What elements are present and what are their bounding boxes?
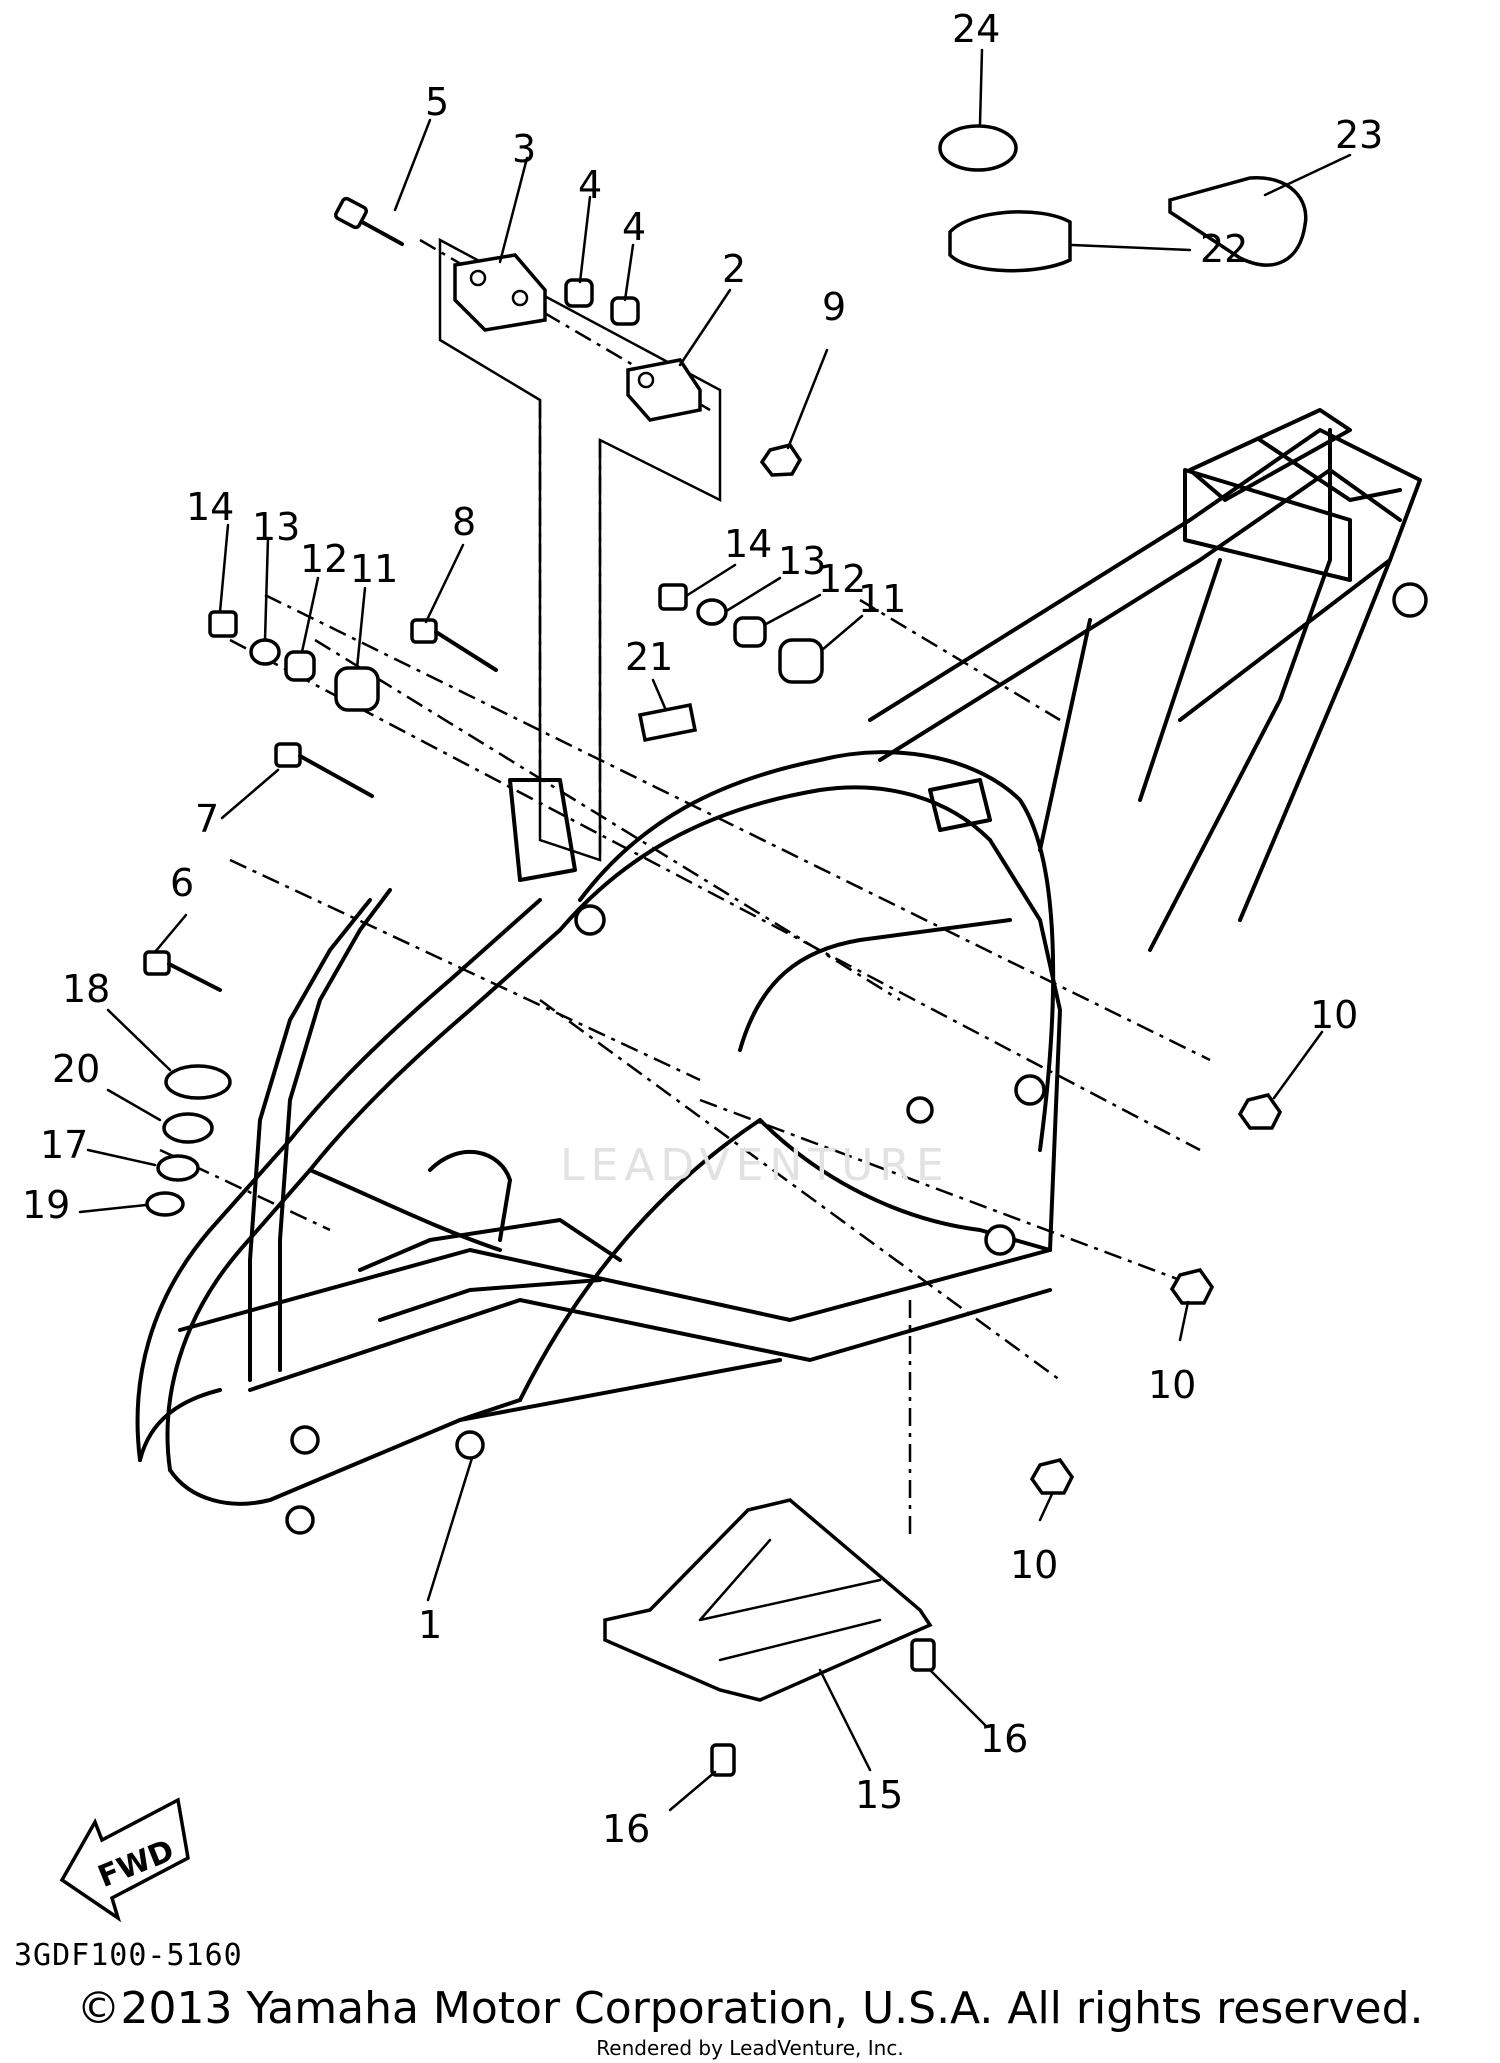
callout-10c: 10	[1010, 1543, 1058, 1587]
callout-11a: 11	[350, 547, 398, 591]
collar-12-left	[284, 650, 316, 682]
callout-18: 18	[62, 967, 110, 1011]
bolt-8	[410, 618, 498, 672]
leader-lines	[78, 48, 1352, 1812]
callout-22: 22	[1200, 227, 1248, 271]
spacer-19	[145, 1191, 185, 1217]
spacer-20	[162, 1112, 214, 1144]
callout-24: 24	[952, 7, 1000, 51]
watermark: LEADVENTURE	[560, 1140, 950, 1191]
bracket-3	[453, 253, 547, 332]
callout-10b: 10	[1148, 1363, 1196, 1407]
callout-10a: 10	[1310, 993, 1358, 1037]
copyright-notice: ©2013 Yamaha Motor Corporation, U.S.A. A…	[76, 1983, 1424, 2034]
assembly-lines	[159, 238, 1211, 1540]
bolt-16a	[910, 1638, 936, 1672]
washer-13-right	[696, 598, 728, 626]
washer-13-left	[249, 638, 281, 666]
nut-10c	[1029, 1458, 1075, 1495]
bracket-2	[626, 358, 702, 422]
bolt-7	[274, 742, 374, 798]
callout-14b: 14	[724, 522, 772, 566]
callout-20: 20	[52, 1047, 100, 1091]
callout-14a: 14	[186, 485, 234, 529]
bolt-14-left	[208, 610, 238, 638]
callout-21: 21	[625, 635, 673, 679]
callout-9: 9	[822, 285, 846, 329]
bracket-assembly-outline	[438, 237, 722, 862]
bolt-14-right	[658, 583, 688, 611]
parts: FWD	[59, 124, 1308, 1923]
spacer-18	[164, 1064, 232, 1100]
callout-6: 6	[170, 861, 194, 905]
bushing-11-left	[334, 666, 380, 712]
callout-8: 8	[452, 500, 476, 544]
callout-12a: 12	[300, 537, 348, 581]
bolt-6	[143, 950, 222, 992]
callout-13b: 13	[778, 539, 826, 583]
bolt-16b	[710, 1743, 736, 1777]
collar-12-right	[733, 616, 767, 648]
callout-15: 15	[855, 1773, 903, 1817]
disc-24	[938, 124, 1018, 172]
callout-7: 7	[195, 797, 219, 841]
bushing-11-right	[778, 638, 824, 684]
callout-16a: 16	[980, 1717, 1028, 1761]
callout-17: 17	[40, 1123, 88, 1167]
callout-2: 2	[722, 247, 746, 291]
callout-4a: 4	[578, 163, 602, 207]
callout-numbers: 1 2 3 4 4 5 6 7 8 9 10 10 10 11 11 12 12…	[22, 7, 1383, 1851]
nut-10a	[1237, 1093, 1283, 1130]
pad-22	[948, 210, 1072, 273]
callout-13a: 13	[252, 505, 300, 549]
fwd-arrow: FWD	[59, 1797, 190, 1923]
drawing-code: 3GDF100-5160	[14, 1938, 243, 1973]
callout-12b: 12	[818, 557, 866, 601]
callout-11b: 11	[858, 577, 906, 621]
callout-1: 1	[418, 1603, 442, 1647]
callout-23: 23	[1335, 113, 1383, 157]
frame	[135, 408, 1428, 1535]
nut-9	[759, 443, 803, 477]
callout-4b: 4	[622, 205, 646, 249]
bolt-5	[334, 196, 404, 246]
strap-23	[1168, 176, 1308, 267]
collar-4b	[610, 296, 640, 326]
spacer-17	[156, 1154, 200, 1182]
rendered-by: Rendered by LeadVenture, Inc.	[596, 2036, 904, 2060]
nut-10b	[1169, 1268, 1215, 1305]
callout-3: 3	[512, 127, 536, 171]
callout-16b: 16	[602, 1807, 650, 1851]
collar-4a	[564, 278, 594, 308]
plate-15	[603, 1498, 933, 1702]
label-21	[637, 702, 698, 743]
callout-19: 19	[22, 1183, 70, 1227]
callout-5: 5	[425, 80, 449, 124]
